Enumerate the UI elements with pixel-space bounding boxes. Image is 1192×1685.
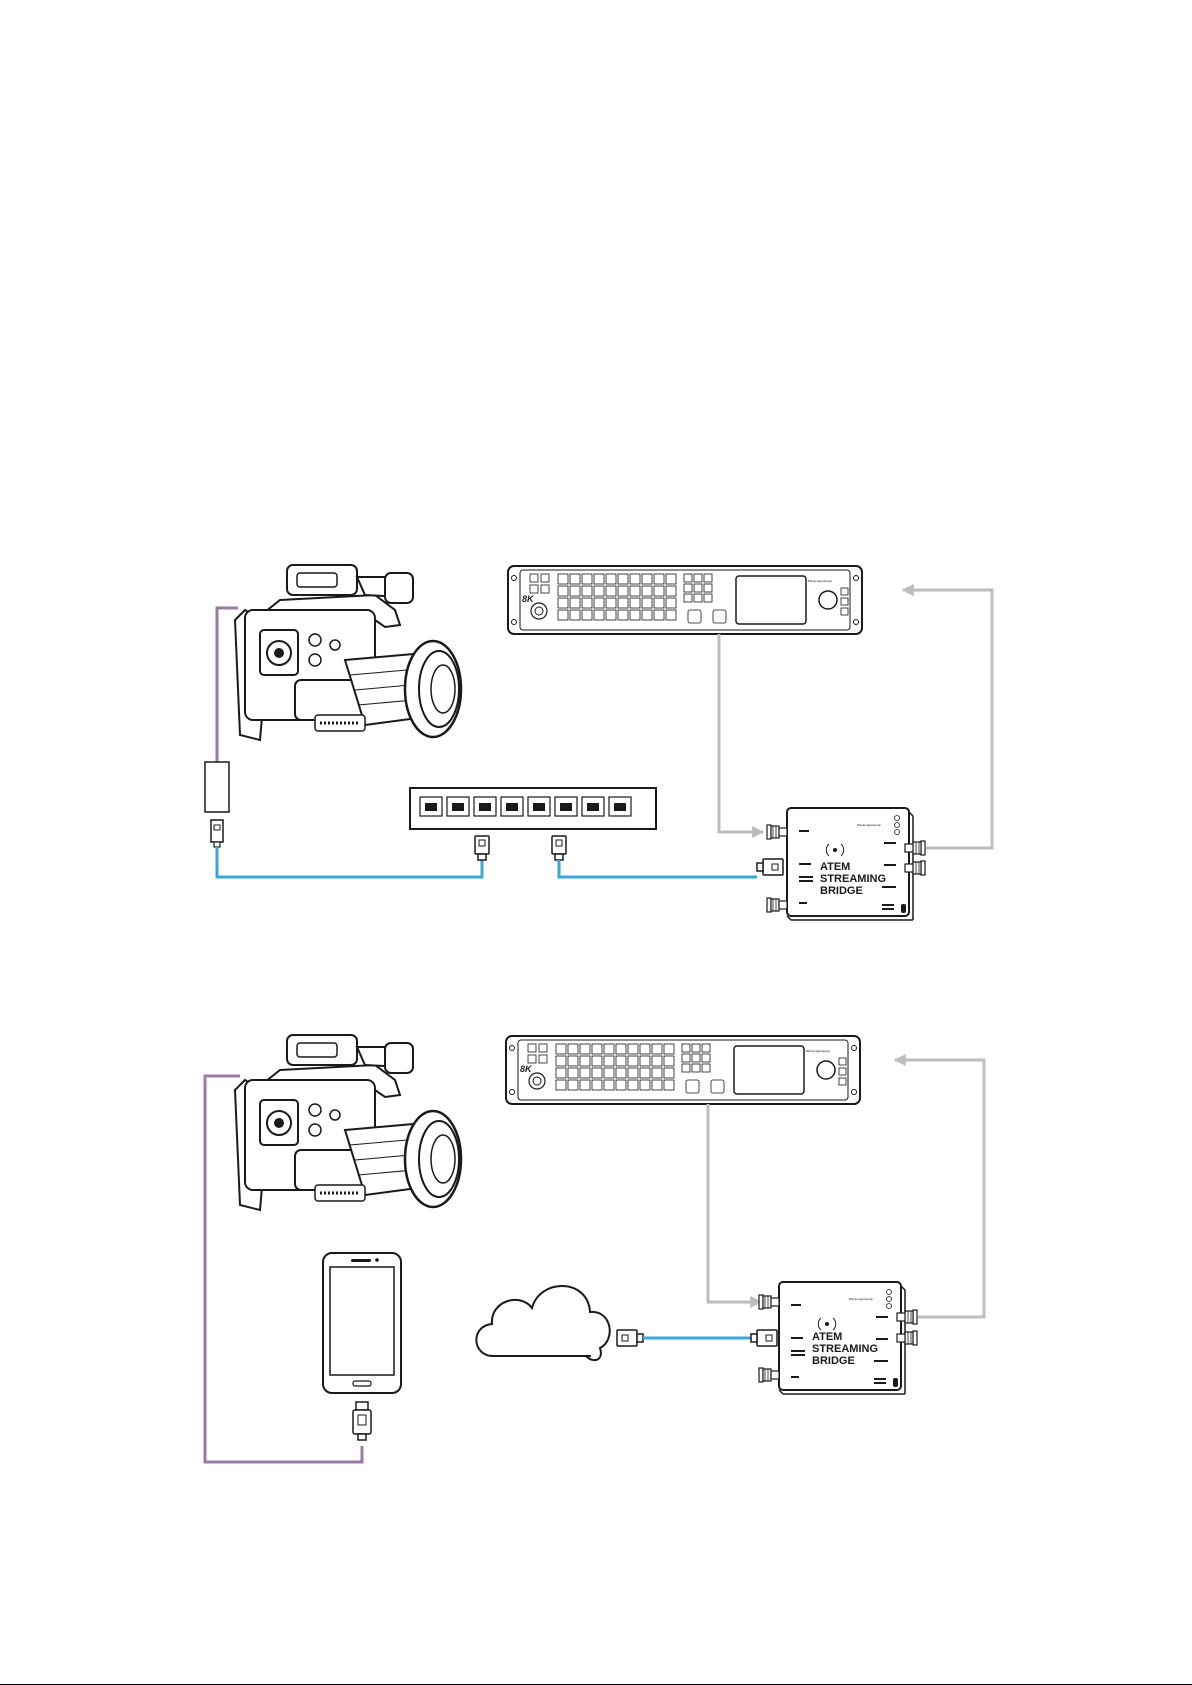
bridge-brand: Blackmagicdesign: [849, 1297, 874, 1301]
top-diagram: 8K Blackmagicdesign Blackmagicdesign ATE…: [205, 565, 992, 920]
sdi-cable-program: [719, 634, 763, 832]
sdi-cable-return: [895, 1060, 984, 1317]
bnc-connector-icon: [767, 825, 787, 839]
network-switch-icon: [410, 788, 656, 829]
ethernet-plug-icon: [751, 1330, 777, 1346]
switcher-badge: 8K: [522, 594, 535, 604]
camera-icon: [235, 1035, 461, 1210]
usb-ethernet-adapter: [205, 762, 229, 847]
atem-streaming-bridge: Blackmagicdesign ATEM STREAMING BRIDGE: [779, 1282, 905, 1394]
bnc-connector-icon: [767, 898, 787, 912]
ethernet-plug-icon: [552, 836, 566, 860]
switcher-brand: Blackmagicdesign: [808, 579, 833, 583]
smartphone-icon: [323, 1253, 401, 1393]
atem-streaming-bridge: Blackmagicdesign ATEM STREAMING BRIDGE: [787, 808, 913, 920]
bridge-name-line1: ATEM: [812, 1331, 842, 1343]
camera-icon: [235, 565, 461, 740]
bnc-connector-icon: [759, 1368, 779, 1382]
bridge-name-line2: STREAMING: [812, 1343, 878, 1355]
bnc-connector-icon: [759, 1295, 779, 1309]
usb-plug-icon: [353, 1402, 371, 1440]
atem-switcher: 8K Blackmagicdesign: [508, 566, 862, 634]
ethernet-plug-icon: [475, 836, 489, 860]
cloud-icon: [476, 1286, 609, 1360]
atem-switcher: 8K Blackmagicdesign: [506, 1036, 860, 1104]
sdi-cable-program: [708, 1104, 761, 1302]
ethernet-plug-icon: [617, 1330, 643, 1346]
ethernet-cable-b: [559, 860, 757, 877]
bridge-name-line3: BRIDGE: [820, 885, 863, 897]
bridge-name-line2: STREAMING: [820, 873, 886, 885]
ethernet-plug-icon: [757, 859, 783, 875]
bottom-diagram: 8K Blackmagicdesign Blackmagicdesign ATE…: [205, 1035, 984, 1462]
ethernet-plug-icon: [211, 820, 223, 842]
switcher-brand: Blackmagicdesign: [806, 1049, 831, 1053]
switcher-badge: 8K: [520, 1064, 533, 1074]
ethernet-cable-a: [217, 847, 482, 877]
sdi-cable-return: [903, 590, 992, 848]
bridge-brand: Blackmagicdesign: [857, 823, 882, 827]
bridge-name-line1: ATEM: [820, 861, 850, 873]
bridge-name-line3: BRIDGE: [812, 1355, 855, 1367]
